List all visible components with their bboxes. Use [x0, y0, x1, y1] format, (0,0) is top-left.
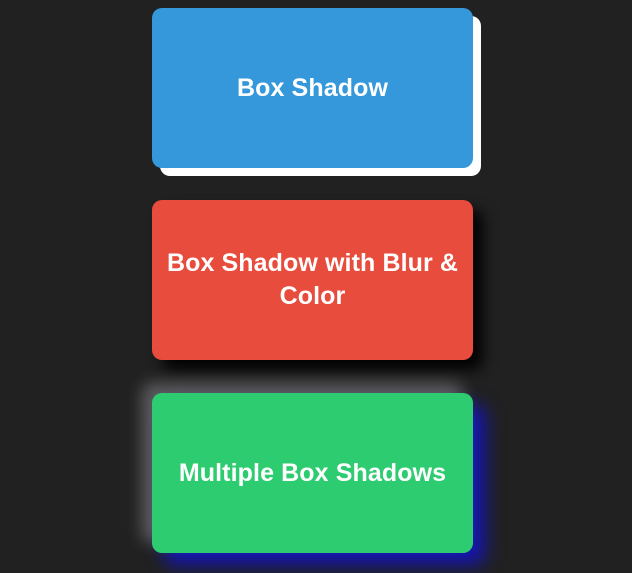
box-shadow-multiple-label: Multiple Box Shadows — [178, 458, 447, 487]
box-shadow-plain-label: Box Shadow — [236, 73, 388, 102]
box-shadow-multiple-card: Multiple Box Shadows — [152, 393, 473, 553]
box-shadow-blur-color-card: Box Shadow with Blur & Color — [152, 200, 473, 360]
box-shadow-plain-card: Box Shadow — [152, 8, 473, 168]
box-shadow-blur-color-label: Box Shadow with Blur & Color — [166, 249, 459, 310]
